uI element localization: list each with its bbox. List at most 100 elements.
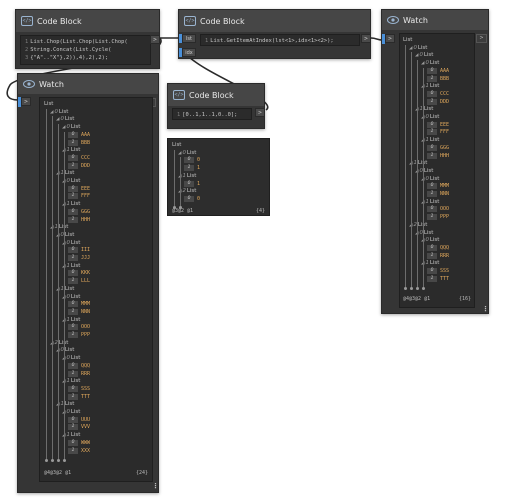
- collapse-triangle-icon[interactable]: ◢: [56, 117, 60, 123]
- collapse-triangle-icon[interactable]: ◢: [415, 168, 419, 174]
- list-node[interactable]: ◢0List: [178, 150, 196, 157]
- input-port[interactable]: >: [21, 97, 31, 106]
- list-node[interactable]: ◢0List: [62, 240, 80, 247]
- collapse-triangle-icon[interactable]: ◢: [421, 115, 425, 120]
- collapse-triangle-icon[interactable]: ◢: [62, 148, 66, 154]
- list-node[interactable]: ◢1List: [56, 401, 74, 408]
- collapse-triangle-icon[interactable]: ◢: [62, 202, 66, 208]
- list-node[interactable]: ◢1List: [62, 147, 80, 154]
- list-node[interactable]: ◢1List: [62, 263, 80, 270]
- collapse-triangle-icon[interactable]: ◢: [421, 61, 425, 67]
- collapse-triangle-icon[interactable]: ◢: [56, 402, 60, 408]
- collapse-triangle-icon[interactable]: ◢: [178, 150, 182, 156]
- input-port[interactable]: >: [385, 34, 395, 43]
- collapse-triangle-icon[interactable]: ◢: [409, 222, 413, 228]
- list-node[interactable]: List: [403, 37, 412, 44]
- collapse-triangle-icon[interactable]: ◢: [62, 317, 66, 323]
- collapse-triangle-icon[interactable]: ◢: [415, 107, 419, 113]
- watch-node-1[interactable]: Watch > > List◢0List◢0List◢0List0AAA1BBB…: [17, 73, 159, 493]
- code-block-node-3[interactable]: </> Code Block 1[0..1,1..1,0..0]; >: [167, 83, 265, 129]
- list-node[interactable]: ◢2List: [50, 340, 68, 347]
- watch-header[interactable]: Watch: [382, 10, 488, 30]
- collapse-triangle-icon[interactable]: ◢: [62, 379, 66, 385]
- collapse-triangle-icon[interactable]: ◢: [421, 238, 425, 244]
- list-node[interactable]: ◢0List: [409, 45, 427, 52]
- list-node[interactable]: ◢1List: [415, 106, 433, 113]
- code-block-header[interactable]: </> Code Block: [168, 84, 264, 106]
- list-node[interactable]: ◢1List: [421, 137, 439, 144]
- collapse-triangle-icon[interactable]: ◢: [62, 356, 66, 362]
- list-node[interactable]: ◢0List: [415, 52, 433, 59]
- collapse-triangle-icon[interactable]: ◢: [178, 189, 182, 195]
- output-port[interactable]: >: [150, 35, 160, 44]
- collapse-triangle-icon[interactable]: ◢: [178, 173, 182, 179]
- collapse-triangle-icon[interactable]: ◢: [62, 240, 66, 246]
- collapse-triangle-icon[interactable]: ◢: [409, 161, 413, 167]
- collapse-triangle-icon[interactable]: ◢: [62, 294, 66, 300]
- watch-header[interactable]: Watch: [18, 74, 158, 94]
- collapse-triangle-icon[interactable]: ◢: [62, 433, 66, 439]
- input-port-idx[interactable]: idx: [182, 48, 196, 57]
- collapse-triangle-icon[interactable]: ◢: [415, 53, 419, 59]
- list-node[interactable]: ◢1List: [409, 160, 427, 167]
- list-node[interactable]: ◢1List: [178, 173, 196, 180]
- list-node[interactable]: ◢1List: [421, 199, 439, 206]
- collapse-triangle-icon[interactable]: ◢: [409, 45, 413, 51]
- list-node[interactable]: ◢0List: [50, 109, 68, 116]
- code-block-header[interactable]: </> Code Block: [179, 10, 370, 32]
- collapse-triangle-icon[interactable]: ◢: [421, 199, 425, 205]
- collapse-triangle-icon[interactable]: ◢: [56, 232, 60, 238]
- list-node[interactable]: ◢1List: [50, 224, 68, 231]
- list-node[interactable]: ◢1List: [421, 83, 439, 90]
- collapse-triangle-icon[interactable]: ◢: [62, 263, 66, 269]
- list-node[interactable]: ◢1List: [62, 317, 80, 324]
- list-node[interactable]: ◢0List: [62, 124, 80, 131]
- code-editor[interactable]: 1[0..1,1..1,0..0];: [172, 108, 252, 120]
- output-port[interactable]: >: [255, 108, 265, 117]
- output-port[interactable]: >: [361, 34, 371, 43]
- more-options-icon[interactable]: ⋮: [152, 482, 159, 490]
- list-node[interactable]: ◢1List: [62, 432, 80, 439]
- collapse-triangle-icon[interactable]: ◢: [421, 176, 425, 182]
- collapse-triangle-icon[interactable]: ◢: [56, 286, 60, 292]
- list-node[interactable]: ◢0List: [421, 60, 439, 67]
- collapse-triangle-icon[interactable]: ◢: [421, 138, 425, 144]
- list-node[interactable]: List: [44, 101, 53, 108]
- list-node[interactable]: List: [172, 142, 181, 149]
- list-node[interactable]: ◢0List: [415, 230, 433, 237]
- collapse-triangle-icon[interactable]: ◢: [56, 171, 60, 177]
- list-node[interactable]: ◢2List: [409, 222, 427, 229]
- collapse-triangle-icon[interactable]: ◢: [415, 230, 419, 236]
- collapse-triangle-icon[interactable]: ◢: [50, 225, 54, 231]
- list-node[interactable]: ◢0List: [62, 178, 80, 185]
- list-node[interactable]: ◢0List: [56, 232, 74, 239]
- list-node[interactable]: ◢1List: [62, 201, 80, 208]
- collapse-triangle-icon[interactable]: ◢: [56, 348, 60, 354]
- collapse-triangle-icon[interactable]: ◢: [62, 125, 66, 131]
- list-node[interactable]: ◢0List: [62, 355, 80, 362]
- collapse-triangle-icon[interactable]: ◢: [62, 410, 66, 415]
- output-port[interactable]: >: [476, 34, 487, 43]
- more-options-icon[interactable]: ⋮: [482, 305, 489, 313]
- list-node[interactable]: ◢0List: [421, 114, 439, 121]
- collapse-triangle-icon[interactable]: ◢: [421, 84, 425, 90]
- collapse-triangle-icon[interactable]: ◢: [421, 261, 425, 267]
- list-node[interactable]: ◢2List: [178, 188, 196, 195]
- list-node[interactable]: ◢0List: [56, 116, 74, 123]
- list-node[interactable]: ◢1List: [56, 286, 74, 293]
- code-block-header[interactable]: </> Code Block: [16, 10, 159, 32]
- collapse-triangle-icon[interactable]: ◢: [50, 109, 54, 115]
- list-node[interactable]: ◢0List: [421, 237, 439, 244]
- input-port-lst[interactable]: lst: [182, 34, 196, 43]
- list-node[interactable]: ◢1List: [421, 260, 439, 267]
- list-node[interactable]: ◢0List: [56, 347, 74, 354]
- list-node[interactable]: ◢1List: [62, 378, 80, 385]
- collapse-triangle-icon[interactable]: ◢: [62, 179, 66, 184]
- list-node[interactable]: ◢0List: [415, 168, 433, 175]
